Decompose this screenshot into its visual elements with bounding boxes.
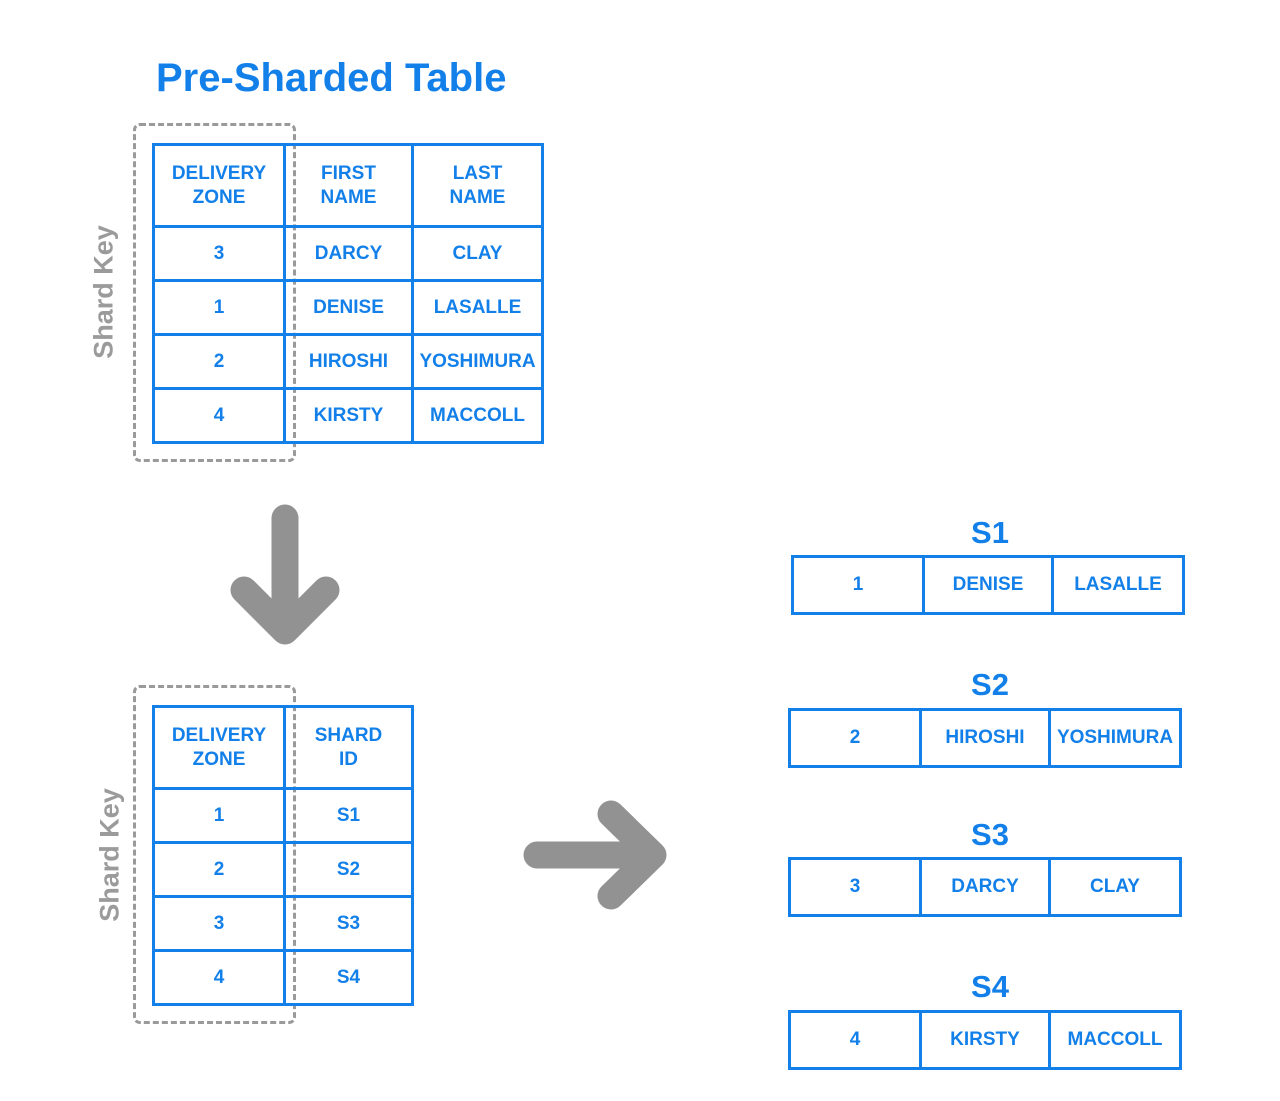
cell-last-name: MACCOLL — [411, 387, 544, 444]
shard-table-s3: 3 DARCY CLAY — [788, 857, 1182, 917]
table-row: 1 DENISE LASALLE — [791, 555, 1185, 615]
cell-zone: 3 — [152, 895, 286, 952]
cell-zone: 2 — [788, 708, 922, 768]
cell-last-name: CLAY — [411, 225, 544, 282]
cell-first-name: DENISE — [283, 279, 414, 336]
table-row: 2 HIROSHI YOSHIMURA — [788, 708, 1182, 768]
shard-table-s1: 1 DENISE LASALLE — [791, 555, 1185, 615]
cell-zone: 3 — [788, 857, 922, 917]
cell-last-name: MACCOLL — [1048, 1010, 1182, 1070]
table-row: 3 S3 — [152, 895, 414, 952]
cell-zone: 3 — [152, 225, 286, 282]
table-row: 4 KIRSTY MACCOLL — [152, 387, 544, 444]
table-row: 2 HIROSHI YOSHIMURA — [152, 333, 544, 390]
cell-zone: 1 — [152, 787, 286, 844]
cell-zone: 4 — [788, 1010, 922, 1070]
arrow-right-icon — [523, 800, 667, 910]
shard-title-s3: S3 — [971, 817, 1009, 852]
cell-first-name: KIRSTY — [283, 387, 414, 444]
cell-last-name: YOSHIMURA — [411, 333, 544, 390]
shard-table-s2: 2 HIROSHI YOSHIMURA — [788, 708, 1182, 768]
cell-first-name: DARCY — [283, 225, 414, 282]
shard-title-s1: S1 — [971, 515, 1009, 550]
cell-first-name: KIRSTY — [919, 1010, 1051, 1070]
cell-shard-id: S3 — [283, 895, 414, 952]
table-row: 1 DENISE LASALLE — [152, 279, 544, 336]
table-row: 4 KIRSTY MACCOLL — [788, 1010, 1182, 1070]
table-row: 4 S4 — [152, 949, 414, 1006]
cell-zone: 4 — [152, 387, 286, 444]
cell-zone: 4 — [152, 949, 286, 1006]
cell-zone: 2 — [152, 333, 286, 390]
cell-last-name: CLAY — [1048, 857, 1182, 917]
cell-zone: 2 — [152, 841, 286, 898]
cell-first-name: DENISE — [922, 555, 1054, 615]
cell-first-name: HIROSHI — [919, 708, 1051, 768]
cell-shard-id: S2 — [283, 841, 414, 898]
table-row: 1 S1 — [152, 787, 414, 844]
table-row: 3 DARCY CLAY — [152, 225, 544, 282]
shard-table-s4: 4 KIRSTY MACCOLL — [788, 1010, 1182, 1070]
shard-title-s2: S2 — [971, 667, 1009, 702]
cell-shard-id: S4 — [283, 949, 414, 1006]
cell-last-name: YOSHIMURA — [1048, 708, 1182, 768]
shard-key-label-bottom: Shard Key — [94, 788, 125, 922]
table-row: 2 S2 — [152, 841, 414, 898]
cell-last-name: LASALLE — [411, 279, 544, 336]
cell-zone: 1 — [791, 555, 925, 615]
shard-key-label-top: Shard Key — [88, 225, 119, 359]
cell-shard-id: S1 — [283, 787, 414, 844]
cell-first-name: HIROSHI — [283, 333, 414, 390]
shard-title-s4: S4 — [971, 969, 1009, 1004]
page-title: Pre-Sharded Table — [156, 56, 507, 100]
arrow-down-icon — [230, 504, 340, 645]
table-row: 3 DARCY CLAY — [788, 857, 1182, 917]
cell-last-name: LASALLE — [1051, 555, 1185, 615]
cell-first-name: DARCY — [919, 857, 1051, 917]
cell-zone: 1 — [152, 279, 286, 336]
